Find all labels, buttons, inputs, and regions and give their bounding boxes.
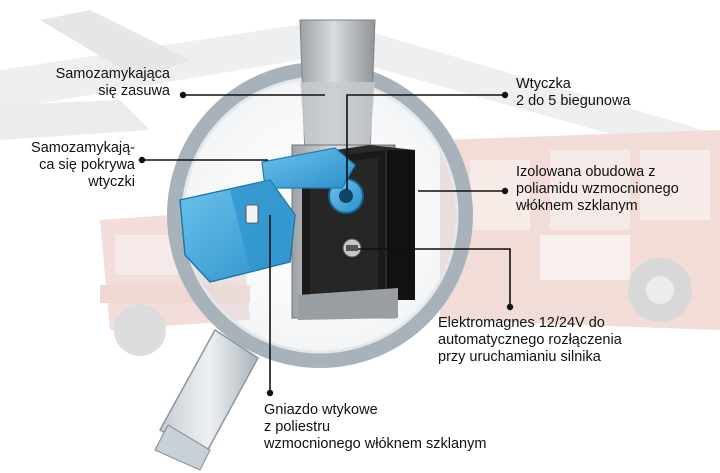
callout-plug: Wtyczka 2 do 5 biegunowa — [516, 76, 631, 110]
callout-socket: Gniazdo wtykowe z poliestru wzmocnionego… — [264, 402, 486, 453]
callout-electromagnet-line2: automatycznego rozłączenia — [438, 332, 622, 348]
callout-socket-line1: Gniazdo wtykowe — [264, 402, 378, 418]
callout-sliding-shutter: Samozamykająca się zasuwa — [20, 66, 170, 100]
leader-dot-sliding-shutter — [179, 91, 187, 99]
callout-plug-cover: Samozamykają- ca się pokrywa wtyczki — [10, 140, 135, 191]
callout-plug-line2: 2 do 5 biegunowa — [516, 93, 631, 109]
callout-plug-cover-line3: wtyczki — [88, 174, 135, 190]
callout-sliding-shutter-line1: Samozamykająca — [55, 66, 170, 82]
callout-socket-line3: wzmocnionego włóknem szklanym — [264, 436, 487, 452]
callout-plug-cover-line2: ca się pokrywa — [39, 157, 135, 173]
leader-dot-plug — [501, 91, 509, 99]
callout-plug-cover-line1: Samozamykają- — [31, 140, 135, 156]
callout-housing-line3: włóknem szklanym — [516, 198, 638, 214]
callout-electromagnet: Elektromagnes 12/24V do automatycznego r… — [438, 315, 622, 366]
callout-sliding-shutter-line2: się zasuwa — [98, 83, 170, 99]
callout-housing-line2: poliamidu wzmocnionego — [516, 181, 679, 197]
callout-plug-line1: Wtyczka — [516, 76, 571, 92]
callout-housing: Izolowana obudowa z poliamidu wzmocnione… — [516, 164, 679, 215]
leader-lines — [138, 91, 514, 397]
leader-line-plug — [346, 94, 505, 190]
leader-dot-plug-cover — [138, 156, 146, 164]
leader-line-electromagnet — [358, 248, 511, 307]
leader-dot-electromagnet — [506, 303, 514, 311]
callout-electromagnet-line3: przy uruchamianiu silnika — [438, 349, 601, 365]
leader-dot-socket — [266, 389, 274, 397]
callout-socket-line2: z poliestru — [264, 419, 331, 435]
magnifier-handle — [154, 328, 259, 471]
callout-housing-line1: Izolowana obudowa z — [516, 164, 656, 180]
leader-dot-housing — [501, 187, 509, 195]
electromagnet — [342, 238, 362, 258]
callout-electromagnet-line1: Elektromagnes 12/24V do — [438, 315, 605, 331]
socket — [179, 179, 296, 283]
